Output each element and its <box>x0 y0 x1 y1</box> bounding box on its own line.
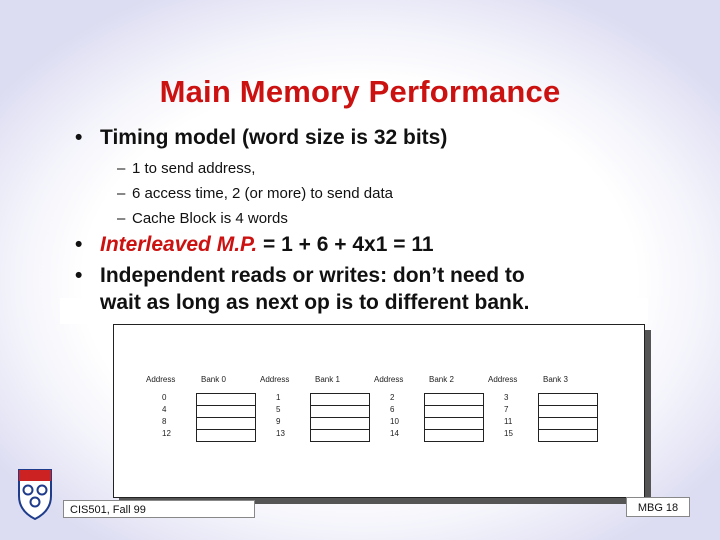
memory-cell <box>424 417 484 429</box>
bank-header: Bank 1 <box>315 375 340 384</box>
sub-bullet-send-address: – 1 to send address, <box>117 160 255 177</box>
address-column: 0 4 8 12 <box>162 392 174 440</box>
address-header: Address <box>260 375 290 384</box>
address-value: 0 <box>162 393 167 402</box>
sub-bullet-cache-block: – Cache Block is 4 words <box>117 210 288 227</box>
bullet-text-group: Interleaved M.P. = 1 + 6 + 4x1 = 11 <box>100 233 434 257</box>
dash-marker: – <box>117 160 126 177</box>
bank-header: Bank 3 <box>543 375 568 384</box>
memory-cell <box>424 429 484 442</box>
memory-cell <box>310 405 370 417</box>
footer-course-label: CIS501, Fall 99 <box>63 500 255 518</box>
interleaved-term: Interleaved M.P. <box>100 233 258 256</box>
footer-page-number: MBG 18 <box>626 497 690 517</box>
memory-cell <box>538 417 598 429</box>
address-value: 2 <box>390 393 395 402</box>
memory-cell <box>538 405 598 417</box>
address-value: 8 <box>162 417 167 426</box>
bullet-text: Independent reads or writes: don’t need … <box>100 264 525 287</box>
memory-cell <box>196 393 256 405</box>
bullet-interleaved: • Interleaved M.P. = 1 + 6 + 4x1 = 11 <box>75 233 434 257</box>
memory-cell <box>310 429 370 442</box>
bullet-independent-reads: • Independent reads or writes: don’t nee… <box>75 264 525 288</box>
bullet-text: Timing model (word size is 32 bits) <box>100 126 448 149</box>
memory-cell <box>196 429 256 442</box>
dash-marker: – <box>117 210 126 227</box>
memory-banks-figure: Address Bank 0 0 4 8 12 Address Bank 1 1… <box>113 324 645 498</box>
dash-marker: – <box>117 185 126 202</box>
memory-cell <box>538 429 598 442</box>
memory-cell <box>196 405 256 417</box>
address-value: 10 <box>390 417 399 426</box>
address-value: 11 <box>504 417 513 426</box>
sub-bullet-text: 6 access time, 2 (or more) to send data <box>132 185 393 202</box>
address-value: 9 <box>276 417 281 426</box>
bullet-continuation: wait as long as next op is to different … <box>100 291 530 314</box>
address-value: 12 <box>162 429 171 438</box>
bullet-timing-model: • Timing model (word size is 32 bits) <box>75 126 447 150</box>
address-value: 14 <box>390 429 399 438</box>
address-header: Address <box>146 375 176 384</box>
bullet-marker: • <box>75 264 83 287</box>
address-value: 5 <box>276 405 281 414</box>
bank-cells <box>196 393 256 442</box>
bullet-marker: • <box>75 126 83 149</box>
memory-cell <box>310 393 370 405</box>
sub-bullet-access-time: – 6 access time, 2 (or more) to send dat… <box>117 185 393 202</box>
sub-bullet-text: 1 to send address, <box>132 160 256 177</box>
address-value: 4 <box>162 405 167 414</box>
memory-cell <box>424 405 484 417</box>
address-column: 3 7 11 15 <box>504 392 516 440</box>
address-value: 1 <box>276 393 281 402</box>
sub-bullet-text: Cache Block is 4 words <box>132 210 288 227</box>
address-value: 13 <box>276 429 285 438</box>
bullet-marker: • <box>75 233 83 256</box>
address-value: 6 <box>390 405 395 414</box>
address-value: 3 <box>504 393 509 402</box>
slide-title: Main Memory Performance <box>159 74 561 109</box>
university-shield-icon <box>16 468 54 521</box>
address-column: 1 5 9 13 <box>276 392 288 440</box>
address-value: 7 <box>504 405 509 414</box>
figure-top-mask <box>60 298 648 324</box>
bank-header: Bank 2 <box>429 375 454 384</box>
bank-cells <box>310 393 370 442</box>
bank-cells <box>424 393 484 442</box>
address-column: 2 6 10 14 <box>390 392 402 440</box>
memory-cell <box>196 417 256 429</box>
bank-header: Bank 0 <box>201 375 226 384</box>
bank-cells <box>538 393 598 442</box>
memory-cell <box>310 417 370 429</box>
address-value: 15 <box>504 429 513 438</box>
address-header: Address <box>488 375 518 384</box>
memory-cell <box>538 393 598 405</box>
bullet-text: = 1 + 6 + 4x1 = 11 <box>257 233 434 256</box>
memory-cell <box>424 393 484 405</box>
address-header: Address <box>374 375 404 384</box>
